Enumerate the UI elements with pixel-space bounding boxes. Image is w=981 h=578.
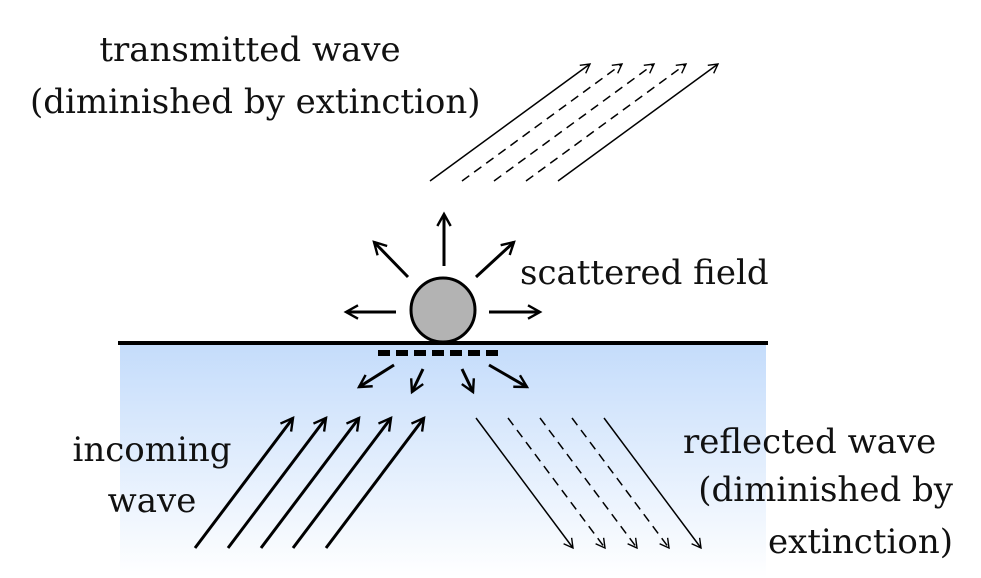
transmitted-ray-4 (525, 63, 688, 182)
reflected-label-line3: extinction) (768, 522, 953, 562)
incoming-wave-rays (193, 416, 426, 549)
transmitted-label-line1: transmitted wave (99, 30, 401, 70)
transmitted-ray-5 (557, 63, 720, 182)
scatter-arrow-down-right (460, 368, 476, 395)
scatter-arrow-down-far-left (356, 363, 395, 389)
transmitted-ray-2 (461, 63, 624, 182)
incoming-label-line1: incoming (72, 430, 232, 470)
transmitted-ray-3 (493, 63, 656, 182)
incoming-ray-5 (324, 416, 426, 549)
scattered-arrows-upper (343, 211, 543, 320)
reflected-ray-5 (603, 417, 702, 550)
incoming-ray-2 (226, 416, 328, 549)
reflected-label-line2: (diminished by (698, 470, 953, 510)
scatter-arrow-down-left (409, 368, 425, 395)
scatter-arrow-up-left (372, 240, 410, 279)
reflected-wave-rays (475, 417, 702, 550)
scatter-arrow-down-far-right (488, 363, 530, 389)
medium-region (120, 343, 766, 578)
reflected-ray-1 (475, 417, 574, 550)
reflected-ray-3 (539, 417, 638, 550)
scattered-field-label: scattered field (520, 253, 769, 293)
incoming-ray-3 (259, 416, 361, 549)
reflected-ray-2 (507, 417, 606, 550)
particle (409, 276, 477, 344)
transmitted-wave-rays (429, 63, 720, 182)
transmitted-label-line2: (diminished by extinction) (30, 82, 481, 122)
incoming-ray-1 (193, 416, 295, 549)
transmitted-ray-1 (429, 63, 592, 182)
incoming-label-line2: wave (107, 481, 197, 521)
reflected-label-line1: reflected wave (683, 422, 937, 462)
reflected-ray-4 (571, 417, 670, 550)
scatter-arrow-up-right (474, 240, 516, 279)
scattered-arrows-lower (356, 363, 530, 395)
incoming-ray-4 (291, 416, 393, 549)
